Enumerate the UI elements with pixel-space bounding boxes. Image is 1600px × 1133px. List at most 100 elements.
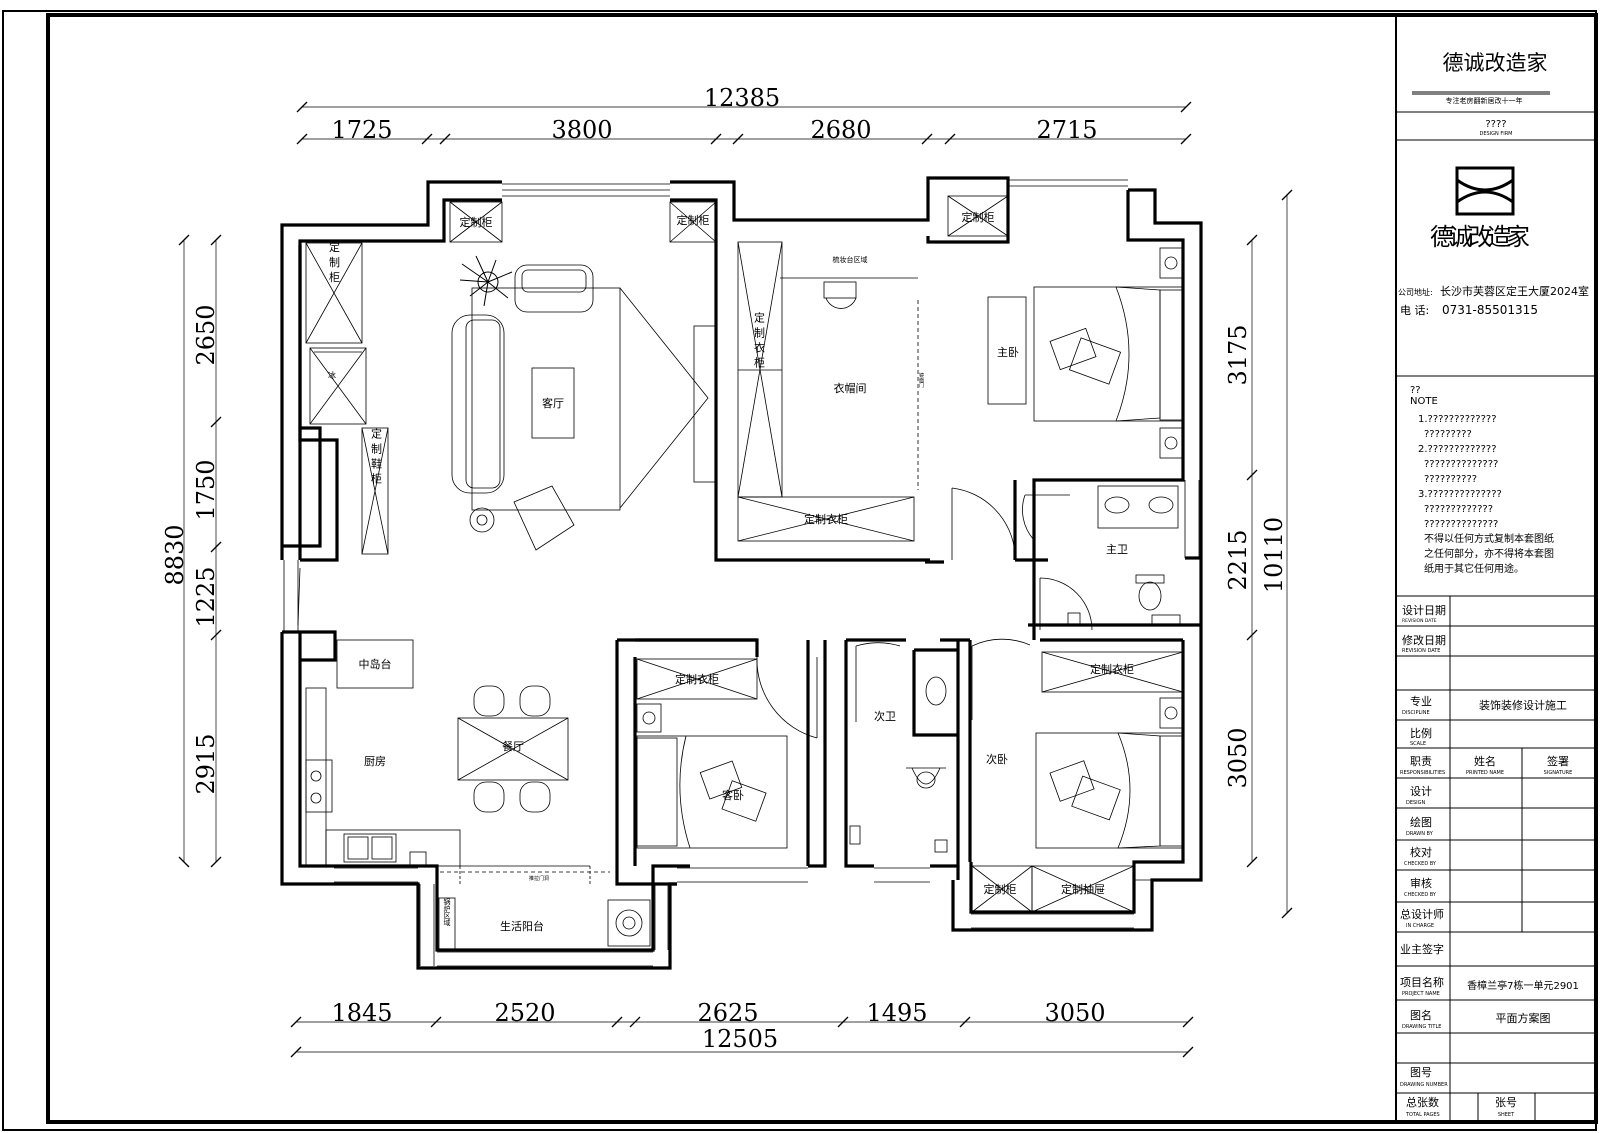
brand-slogan: 专注老房翻新居改十一年 xyxy=(1446,96,1523,105)
design-firm-en: DESIGN FIRM xyxy=(1479,131,1512,137)
row-number-en: DRAWING NUMBER xyxy=(1400,1082,1448,1088)
dim-left-4: 2915 xyxy=(192,733,220,794)
label-sliding-door: 推拉门洞 xyxy=(529,875,549,882)
walls xyxy=(280,176,1203,970)
doors xyxy=(440,277,1093,884)
dim-top-2: 3800 xyxy=(551,116,612,144)
row-design-cn: 设计 xyxy=(1410,785,1432,798)
row-discipline-cn: 专业 xyxy=(1410,694,1432,708)
row-project-cn: 项目名称 xyxy=(1400,975,1444,989)
dim-left-1: 2650 xyxy=(192,304,220,365)
label-second-bedroom: 次卧 xyxy=(986,752,1008,766)
row-checked-cn: 校对 xyxy=(1410,845,1432,859)
dim-bottom-4: 1495 xyxy=(866,999,927,1027)
row-resp-cn: 职责 xyxy=(1410,755,1432,768)
label-vanity: 梳妆台区域 xyxy=(833,255,868,264)
note-line-2: ????????? xyxy=(1424,429,1472,440)
row-title-value: 平面方案图 xyxy=(1496,1011,1551,1025)
row-chief-cn: 总设计师 xyxy=(1400,907,1444,921)
dim-bottom-total: 12505 xyxy=(702,1025,778,1053)
label-island: 中岛台 xyxy=(359,657,392,671)
row-project-value: 香樟兰亭7栋一单元2901 xyxy=(1467,979,1579,992)
note-line-4: ?????????????? xyxy=(1424,459,1498,470)
sheet-border xyxy=(2,10,1597,1131)
row-owner-cn: 业主签字 xyxy=(1400,942,1444,956)
dim-right-1: 3175 xyxy=(1224,324,1252,385)
phone-value: 0731-85501315 xyxy=(1442,303,1538,317)
row-resp-en: RESPONSIBILITIES xyxy=(1400,770,1445,776)
note-line-9: 不得以任何方式复制本套图纸 xyxy=(1424,532,1554,545)
row-approved-en: CHECKED BY xyxy=(1404,892,1437,898)
row-design-date-en: REVISION DATE xyxy=(1402,618,1437,624)
label-cabinet-1: 定制柜 xyxy=(460,215,493,229)
note-cn: ?? xyxy=(1410,385,1421,396)
row-chief-en: IN CHARGE xyxy=(1406,923,1434,929)
row-sign-cn: 签署 xyxy=(1547,754,1569,768)
label-second-wardrobe: 定制衣柜 xyxy=(1090,662,1134,676)
row-total-en: TOTAL PAGES xyxy=(1405,1112,1440,1118)
label-dining: 餐厅 xyxy=(502,739,524,753)
drawing-frame xyxy=(46,13,1598,1124)
row-approved-cn: 审核 xyxy=(1410,876,1432,890)
label-kitchen: 厨房 xyxy=(364,755,386,768)
label-master-bath: 主卫 xyxy=(1106,543,1128,556)
windows xyxy=(283,179,1200,967)
design-firm-cn: ???? xyxy=(1485,119,1506,130)
row-discipline-en: DISCIPLINE xyxy=(1402,710,1430,716)
label-cloakroom: 衣帽间 xyxy=(834,381,867,395)
title-block xyxy=(1396,91,1596,1122)
furniture-labels: 定制柜 定制柜 定制柜 定制柜 冰 定制鞋柜 定制衣柜 定制衣柜 定制衣柜 定制… xyxy=(328,210,1135,896)
address-value: 长沙市芙蓉区定王大厦2024室 xyxy=(1440,284,1589,298)
row-number-cn: 图号 xyxy=(1410,1066,1432,1079)
label-living: 客厅 xyxy=(542,396,564,410)
dim-left-3: 1225 xyxy=(192,566,220,627)
logo-icon xyxy=(1455,166,1515,216)
dimension-texts: 12385 1725 3800 2680 2715 1845 2520 2625… xyxy=(161,84,1288,1053)
row-sheet-en: SHEET xyxy=(1498,1112,1515,1118)
label-bottom-cabinet: 定制柜 xyxy=(984,882,1017,896)
row-sign-en: SIGNATURE xyxy=(1544,770,1573,776)
note-line-7: ????????????? xyxy=(1424,504,1493,515)
address-label: 公司地址: xyxy=(1398,287,1433,297)
logo-text: 德诚改造家 xyxy=(1430,223,1530,251)
dim-right-3: 3050 xyxy=(1224,727,1252,788)
room-labels: 客厅 衣帽间 梳妆台区域 主卧 主卫 厨房 中岛台 餐厅 客卧 次卫 次卧 生活… xyxy=(359,255,1129,933)
row-name-en: PRINTED NAME xyxy=(1466,770,1504,776)
note-line-5: ?????????? xyxy=(1424,474,1477,485)
label-shoe-cabinet: 定制鞋柜 xyxy=(370,427,383,488)
note-line-10: 之任何部分，亦不得将本套图 xyxy=(1424,547,1554,560)
label-drawer-unit: 定制抽屉 xyxy=(1061,882,1105,896)
dim-top-total: 12385 xyxy=(704,84,780,112)
note-line-1: 1.????????????? xyxy=(1418,414,1497,425)
note-line-11: 纸用于其它任何用途。 xyxy=(1424,562,1524,575)
brand-name: 德诚改造家 xyxy=(1443,51,1548,75)
dim-top-1: 1725 xyxy=(331,116,392,144)
row-discipline-value: 装饰装修设计施工 xyxy=(1479,698,1567,712)
label-wardrobe-vertical: 定制衣柜 xyxy=(753,311,766,372)
note-en: NOTE xyxy=(1410,396,1438,407)
row-revise-date-en: REVISION DATE xyxy=(1402,648,1440,654)
row-title-en: DRAWING TITLE xyxy=(1402,1024,1441,1030)
dim-top-3: 2680 xyxy=(810,116,871,144)
row-total-cn: 总张数 xyxy=(1406,1095,1439,1109)
note-line-8: ?????????????? xyxy=(1424,519,1498,530)
row-project-en: PROJECT NAME xyxy=(1402,991,1440,997)
dim-left-2: 1750 xyxy=(192,459,220,520)
row-revise-date-cn: 修改日期 xyxy=(1402,633,1446,647)
row-design-en: DESIGN xyxy=(1406,800,1426,806)
row-design-date-cn: 设计日期 xyxy=(1402,604,1446,617)
dim-bottom-5: 3050 xyxy=(1044,999,1105,1027)
dim-bottom-3: 2625 xyxy=(697,999,758,1027)
dim-bottom-2: 2520 xyxy=(494,999,555,1027)
dimension-lines xyxy=(178,101,1293,1058)
row-title-cn: 图名 xyxy=(1410,1008,1432,1022)
row-scale-cn: 比例 xyxy=(1410,726,1432,740)
label-cabinet-3: 定制柜 xyxy=(962,210,995,224)
dim-right-2: 2215 xyxy=(1224,529,1252,590)
label-wardrobe-horizontal: 定制衣柜 xyxy=(804,512,848,526)
label-second-bath: 次卫 xyxy=(874,709,896,723)
dim-bottom-1: 1845 xyxy=(331,999,392,1027)
label-balcony: 生活阳台 xyxy=(500,919,544,933)
row-sheet-cn: 张号 xyxy=(1495,1096,1517,1109)
label-guest-bedroom: 客卧 xyxy=(722,788,744,802)
